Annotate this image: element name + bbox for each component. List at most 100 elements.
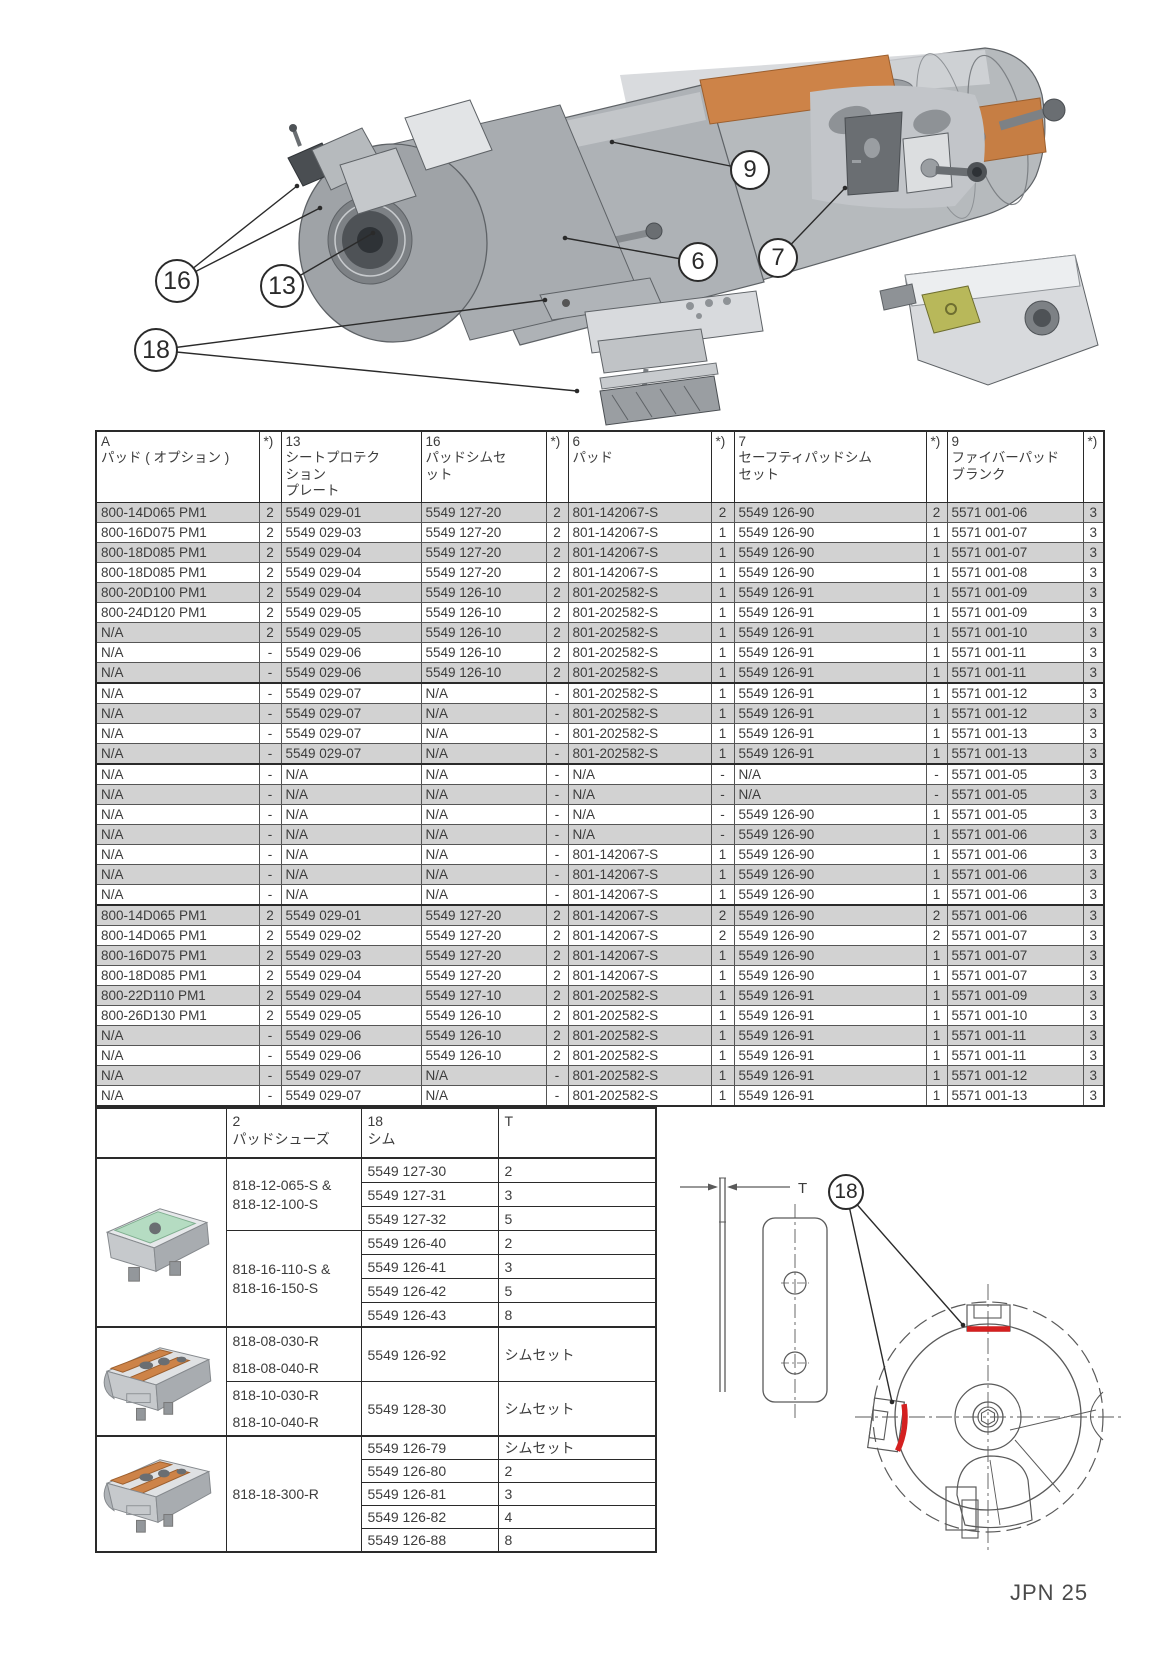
pad-shoe-image-cell	[95, 1435, 227, 1553]
table-cell: 1	[710, 681, 735, 704]
table-cell: N/A	[95, 823, 260, 845]
table-cell: 3	[1082, 621, 1105, 643]
table-cell: 800-14D065 PM1	[95, 903, 260, 926]
table-cell: 5549 029-02	[280, 924, 422, 946]
table-cell: -	[258, 1024, 282, 1046]
shim-part-number: 5549 126-82	[360, 1505, 499, 1530]
table-cell: 5549 029-05	[280, 621, 422, 643]
table-cell: 801-142067-S	[567, 863, 712, 885]
table-cell: 5549 126-91	[733, 1004, 927, 1026]
table-cell: 1	[925, 521, 948, 543]
table-cell: 5571 001-07	[946, 521, 1084, 543]
table-cell: N/A	[567, 803, 712, 825]
table-cell: N/A	[420, 1064, 547, 1086]
shim-thickness: 2	[497, 1230, 657, 1255]
table-cell: 1	[710, 521, 735, 543]
callout-18-label: 18	[142, 335, 170, 364]
table-cell: 801-202582-S	[567, 681, 712, 704]
table-cell: 1	[710, 944, 735, 966]
table-cell: 2	[258, 964, 282, 986]
table-cell: -	[925, 762, 948, 785]
shim-thickness: 2	[497, 1157, 657, 1183]
table-cell: 800-18D085 PM1	[95, 561, 260, 583]
pad-shoe-label: 818-16-110-S & 818-16-150-S	[225, 1230, 362, 1328]
table-cell: 2	[925, 501, 948, 523]
pad-shoe-column-header: 2 パッドシューズ	[225, 1107, 362, 1159]
table-cell: 3	[1082, 661, 1105, 684]
shim-front-view	[762, 1204, 828, 1418]
table-cell: -	[545, 783, 569, 805]
table-cell: 3	[1082, 742, 1105, 765]
table-cell: 5549 126-90	[733, 944, 927, 966]
table-cell: 801-142067-S	[567, 944, 712, 966]
table-cell: 5571 001-12	[946, 702, 1084, 724]
table-cell: 5549 126-91	[733, 1044, 927, 1066]
table-cell: 800-14D065 PM1	[95, 924, 260, 946]
cartridge-parts	[287, 99, 493, 215]
shim-part-number: 5549 126-80	[360, 1459, 499, 1484]
table-cell: 800-16D075 PM1	[95, 944, 260, 966]
table-cell: 5549 029-07	[280, 702, 422, 724]
column-header: A パッド ( オプション )	[95, 430, 260, 503]
table-cell: 2	[545, 661, 569, 684]
table-cell: 1	[710, 541, 735, 563]
table-cell: 2	[258, 1004, 282, 1026]
table-cell: 5549 126-90	[733, 843, 927, 865]
table-cell: 1	[710, 1064, 735, 1086]
table-cell: 800-22D110 PM1	[95, 984, 260, 1006]
tool-head	[298, 104, 643, 343]
table-cell: 1	[925, 964, 948, 986]
table-cell: 1	[710, 843, 735, 865]
table-cell: N/A	[567, 762, 712, 785]
table-cell: 801-142067-S	[567, 924, 712, 946]
shim-drawings: T	[680, 1177, 1121, 1552]
table-cell: 2	[545, 581, 569, 603]
column-header: 6 パッド	[567, 430, 712, 503]
table-cell: N/A	[420, 803, 547, 825]
table-cell: 2	[545, 1004, 569, 1026]
table-cell: 5571 001-07	[946, 541, 1084, 563]
table-cell: 5549 029-03	[280, 521, 422, 543]
table-cell: 5549 126-90	[733, 501, 927, 523]
table-cell: N/A	[95, 803, 260, 825]
shim-part-number: 5549 126-88	[360, 1528, 499, 1553]
table-cell: 5549 126-91	[733, 621, 927, 643]
table-cell: 5549 127-20	[420, 924, 547, 946]
table-cell: N/A	[420, 883, 547, 906]
table-cell: 2	[545, 561, 569, 583]
table-cell: 5571 001-09	[946, 984, 1084, 1006]
column-header: *)	[1082, 430, 1105, 503]
shim-highlight-left	[895, 1403, 908, 1452]
table-cell: 5549 029-06	[280, 641, 422, 663]
table-cell: N/A	[420, 823, 547, 845]
table-cell: 800-18D085 PM1	[95, 541, 260, 563]
shim-part-number: 5549 127-30	[360, 1157, 499, 1183]
pad-shoe-label: 818-08-030-R 818-08-040-R	[225, 1326, 362, 1383]
shim-part-number: 5549 126-79	[360, 1435, 499, 1461]
table-cell: 800-14D065 PM1	[95, 501, 260, 523]
table-cell: -	[258, 1064, 282, 1086]
table-cell: N/A	[95, 1044, 260, 1066]
table-cell: 2	[258, 903, 282, 926]
table-cell: 1	[925, 641, 948, 663]
table-cell: 3	[1082, 843, 1105, 865]
table-cell: 5571 001-07	[946, 924, 1084, 946]
table-cell: 5571 001-07	[946, 964, 1084, 986]
table-cell: -	[545, 823, 569, 845]
table-cell: 1	[710, 661, 735, 684]
table-cell: 801-202582-S	[567, 1004, 712, 1026]
table-cell: 5549 127-20	[420, 521, 547, 543]
table-cell: 2	[545, 541, 569, 563]
table-cell: -	[258, 1044, 282, 1066]
table-cell: -	[545, 803, 569, 825]
table-cell: 2	[258, 581, 282, 603]
table-cell: 2	[545, 621, 569, 643]
